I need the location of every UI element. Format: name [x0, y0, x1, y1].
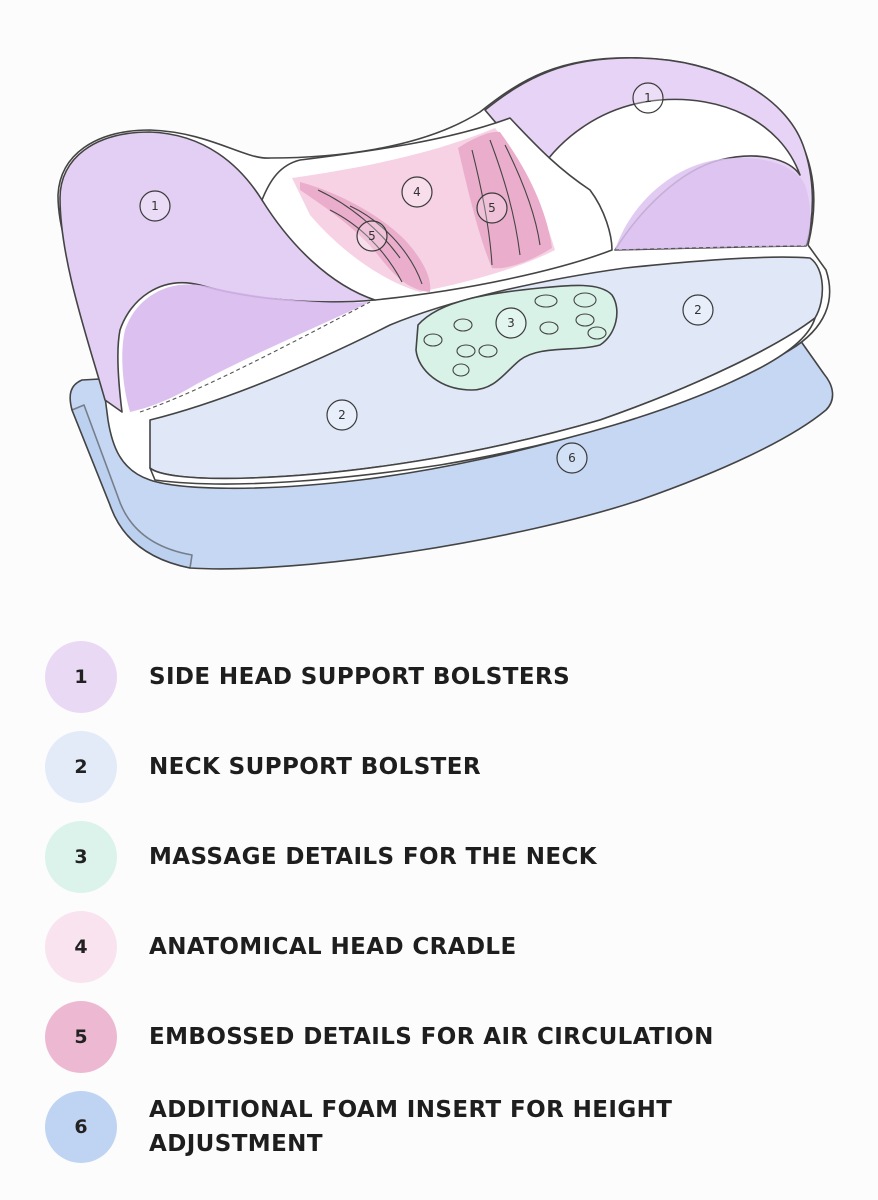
pillow-diagram: 1 1 2 2 3 4 5 5 6: [57, 56, 834, 570]
svg-text:3: 3: [507, 316, 515, 330]
legend-item: 5 EMBOSSED DETAILS FOR AIR CIRCULATION: [45, 1000, 845, 1074]
legend-item: 3 MASSAGE DETAILS FOR THE NECK: [45, 820, 845, 894]
svg-text:2: 2: [694, 303, 702, 317]
callout-1-left: 1: [139, 190, 171, 222]
svg-text:5: 5: [368, 229, 376, 243]
legend-badge: 4: [45, 911, 117, 983]
legend-badge: 3: [45, 821, 117, 893]
legend-item: 1 SIDE HEAD SUPPORT BOLSTERS: [45, 640, 845, 714]
legend-item: 2 NECK SUPPORT BOLSTER: [45, 730, 845, 804]
callout-6: 6: [556, 442, 588, 474]
legend-label: ADDITIONAL FOAM INSERT FOR HEIGHT ADJUST…: [149, 1097, 673, 1157]
legend-badge: 5: [45, 1001, 117, 1073]
callout-5-left: 5: [356, 220, 388, 252]
callout-1-right: 1: [632, 82, 664, 114]
legend-label: NECK SUPPORT BOLSTER: [149, 754, 481, 780]
massage-area: [415, 284, 618, 391]
svg-text:6: 6: [568, 451, 576, 465]
svg-text:1: 1: [151, 199, 159, 213]
callout-5-right: 5: [476, 192, 508, 224]
svg-text:5: 5: [488, 201, 496, 215]
legend-badge: 1: [45, 641, 117, 713]
side-bolster-left: [59, 131, 376, 413]
callout-4: 4: [401, 176, 433, 208]
callout-3: 3: [495, 307, 527, 339]
legend-item: 6 ADDITIONAL FOAM INSERT FOR HEIGHT ADJU…: [45, 1090, 845, 1164]
legend-item: 4 ANATOMICAL HEAD CRADLE: [45, 910, 845, 984]
legend-label: ANATOMICAL HEAD CRADLE: [149, 934, 517, 960]
legend-badge: 6: [45, 1091, 117, 1163]
side-bolster-right: [484, 57, 814, 251]
callout-2-right: 2: [682, 294, 714, 326]
legend-label: SIDE HEAD SUPPORT BOLSTERS: [149, 664, 571, 690]
legend-badge: 2: [45, 731, 117, 803]
callout-2-left: 2: [326, 399, 358, 431]
svg-text:4: 4: [413, 185, 421, 199]
svg-text:2: 2: [338, 408, 346, 422]
legend-label: MASSAGE DETAILS FOR THE NECK: [149, 844, 597, 870]
svg-text:1: 1: [644, 91, 652, 105]
legend-label: EMBOSSED DETAILS FOR AIR CIRCULATION: [149, 1024, 714, 1050]
